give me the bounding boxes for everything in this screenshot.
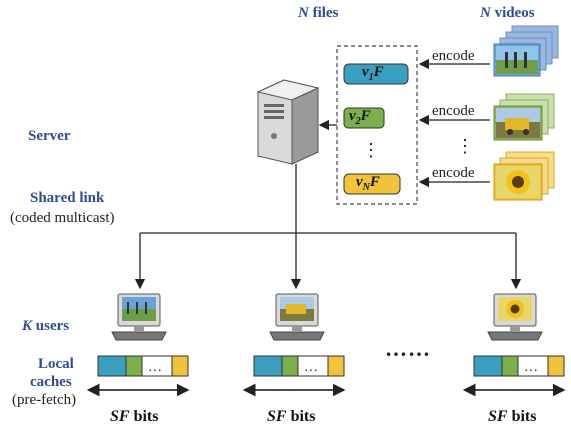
videos-vdots: ⋮ bbox=[456, 136, 474, 156]
bits-word-3: bits bbox=[511, 408, 537, 425]
file-label-1-v: v bbox=[362, 64, 369, 80]
k-users-label: K users bbox=[22, 318, 69, 335]
cache-bar-1: … bbox=[97, 355, 189, 377]
files-vdots: ⋮ bbox=[362, 140, 380, 160]
bits-var-3: SF bbox=[488, 408, 508, 425]
n-files-var: N bbox=[298, 5, 309, 21]
file-box-1 bbox=[343, 63, 409, 85]
cache-bits-label-2: SF bits bbox=[267, 408, 315, 426]
encode-label-3: encode bbox=[432, 165, 475, 181]
shared-link-label: Shared link bbox=[30, 190, 105, 206]
file-label-n-sub: N bbox=[362, 182, 370, 193]
video-stack-2 bbox=[493, 93, 555, 141]
file-label-n-v: v bbox=[356, 174, 363, 190]
file-box-n bbox=[343, 173, 401, 195]
file-box-2 bbox=[343, 107, 385, 129]
bits-var-1: SF bbox=[110, 408, 130, 425]
caches-label: caches bbox=[30, 374, 72, 390]
k-var: K bbox=[22, 318, 33, 334]
user-computer-1 bbox=[111, 293, 167, 341]
file-label-2-F: F bbox=[360, 108, 371, 124]
n-files-label: N files bbox=[298, 5, 338, 22]
bits-var-2: SF bbox=[267, 408, 287, 425]
file-label-n-F: F bbox=[369, 174, 380, 190]
n-videos-var: N bbox=[480, 5, 491, 21]
file-label-1-sub: 1 bbox=[368, 72, 374, 83]
prefetch-label: (pre-fetch) bbox=[12, 392, 77, 408]
coded-multicast-label: (coded multicast) bbox=[10, 210, 115, 226]
cache-dots-2: … bbox=[304, 360, 318, 375]
cache-bits-label-1: SF bits bbox=[110, 408, 158, 426]
cache-bits-label-3: SF bits bbox=[488, 408, 536, 426]
users-ellipsis: …… bbox=[385, 336, 431, 361]
k-word: users bbox=[35, 318, 70, 334]
encode-label-2: encode bbox=[432, 103, 475, 119]
user-computer-2 bbox=[269, 293, 325, 341]
video-stack-3 bbox=[493, 151, 555, 201]
n-videos-word: videos bbox=[494, 5, 535, 21]
user-computer-k bbox=[487, 293, 543, 341]
cache-dots-k: … bbox=[524, 360, 538, 375]
encode-label-1: encode bbox=[432, 48, 475, 64]
n-videos-label: N videos bbox=[480, 5, 535, 22]
file-label-2: v2F bbox=[349, 108, 371, 127]
bits-word-2: bits bbox=[290, 408, 316, 425]
file-label-1: v1F bbox=[362, 64, 384, 83]
cache-bar-k: … bbox=[473, 355, 565, 377]
server-label: Server bbox=[28, 128, 71, 144]
bits-word-1: bits bbox=[133, 408, 159, 425]
cache-dots-1: … bbox=[148, 360, 162, 375]
file-label-2-sub: 2 bbox=[355, 116, 361, 127]
file-label-2-v: v bbox=[349, 108, 356, 124]
file-label-n: vNF bbox=[356, 174, 380, 193]
n-files-word: files bbox=[312, 5, 339, 21]
local-label: Local bbox=[38, 356, 74, 372]
file-label-1-F: F bbox=[373, 64, 384, 80]
server-icon bbox=[256, 79, 320, 165]
cache-bar-2: … bbox=[253, 355, 345, 377]
video-stack-1 bbox=[493, 25, 559, 77]
